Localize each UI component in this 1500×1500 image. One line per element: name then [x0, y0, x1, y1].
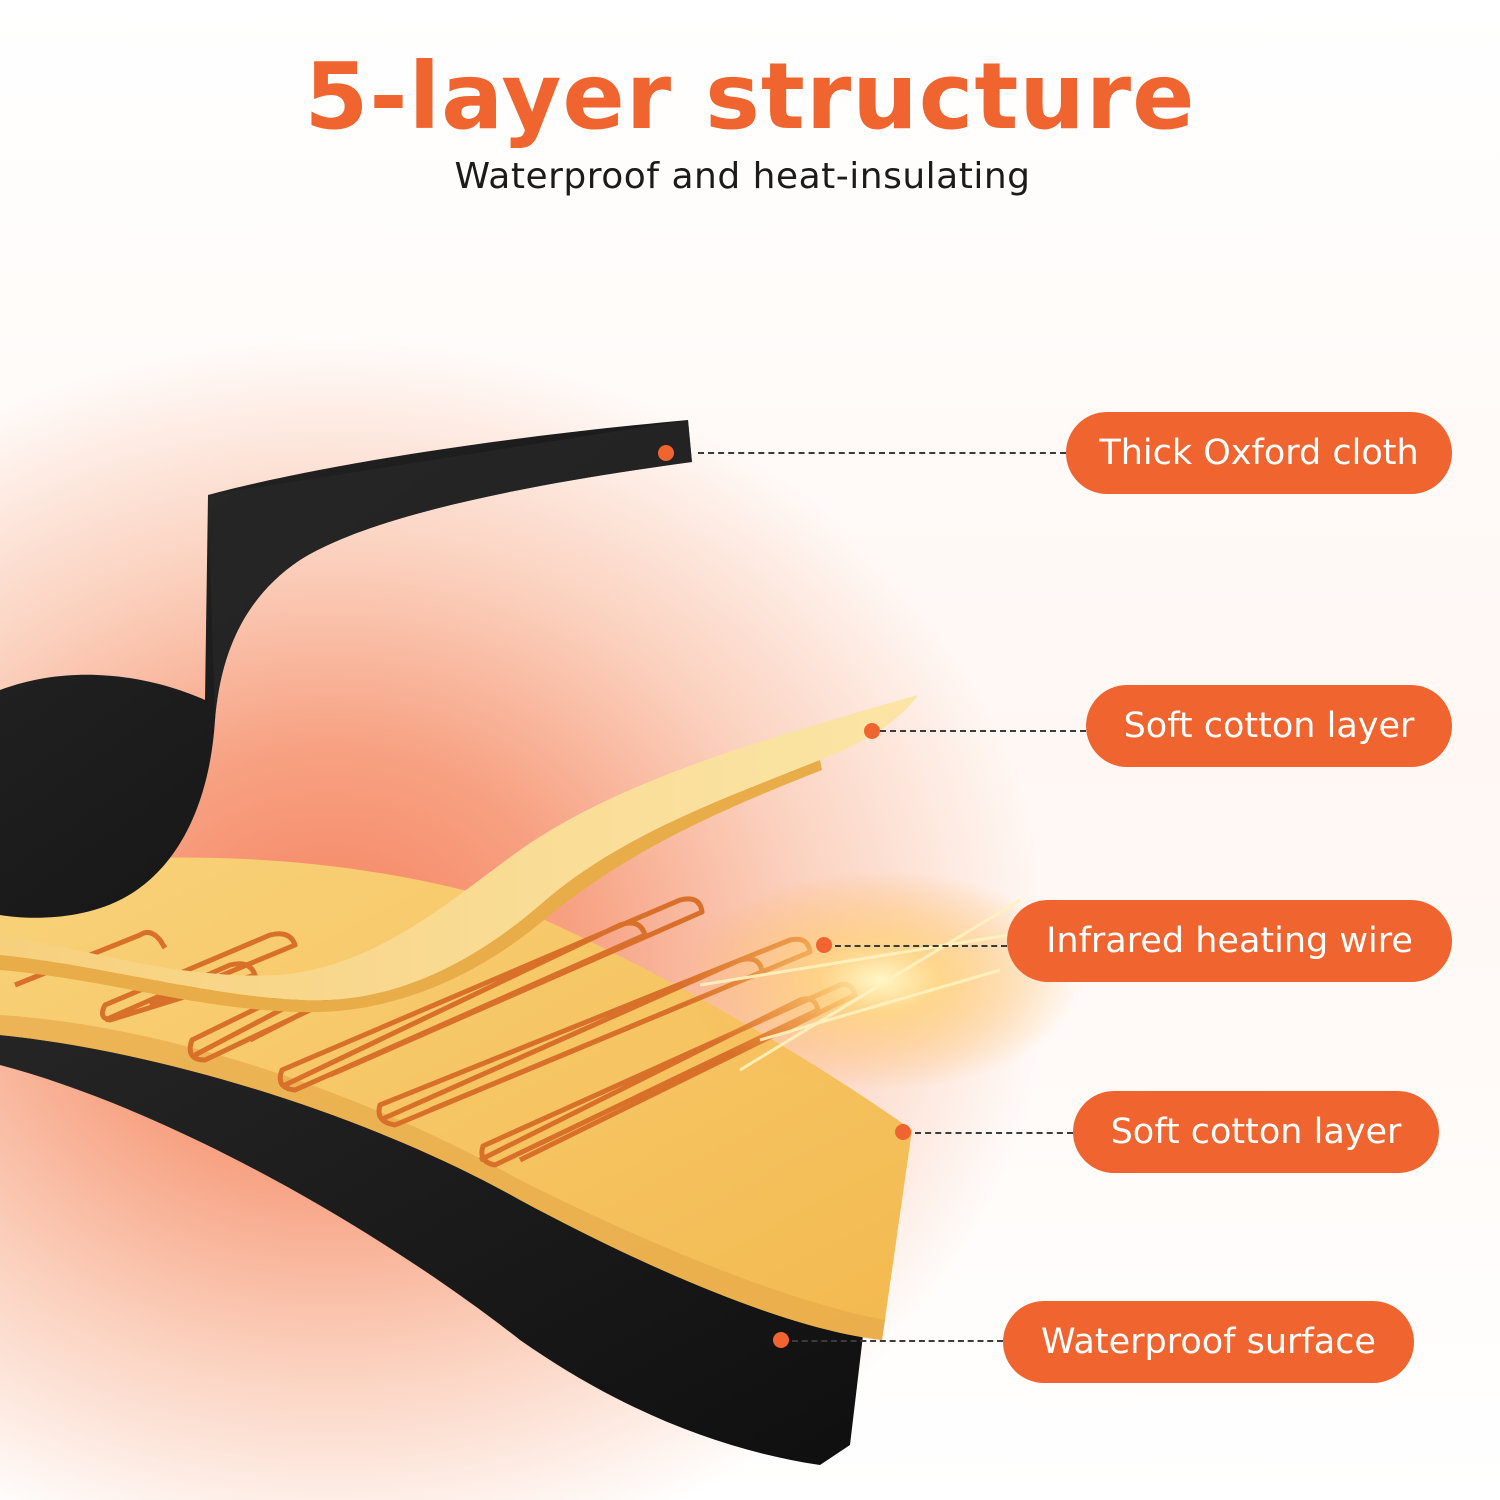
- label-waterproof-surface: Waterproof surface: [1003, 1301, 1414, 1383]
- label-soft-cotton-layer-lower: Soft cotton layer: [1073, 1091, 1439, 1173]
- callout-line-1: [698, 452, 1066, 454]
- label-thick-oxford-cloth: Thick Oxford cloth: [1066, 412, 1452, 494]
- callout-line-2: [880, 730, 1086, 732]
- callout-dot-3: [816, 937, 832, 953]
- callout-dot-2: [864, 723, 880, 739]
- callout-dot-4: [895, 1124, 911, 1140]
- page-title: 5-layer structure: [304, 43, 1196, 150]
- upper-cotton-layer: [0, 695, 918, 1001]
- callout-line-4: [915, 1132, 1073, 1134]
- label-soft-cotton-layer-upper: Soft cotton layer: [1086, 685, 1452, 767]
- callout-line-3: [835, 945, 1007, 947]
- callout-dot-5: [773, 1332, 789, 1348]
- callout-dot-1: [658, 445, 674, 461]
- callout-line-5: [792, 1340, 1003, 1342]
- page-subtitle: Waterproof and heat-insulating: [454, 156, 1031, 197]
- oxford-cloth-layer: [0, 420, 692, 918]
- label-infrared-heating-wire: Infrared heating wire: [1007, 900, 1452, 982]
